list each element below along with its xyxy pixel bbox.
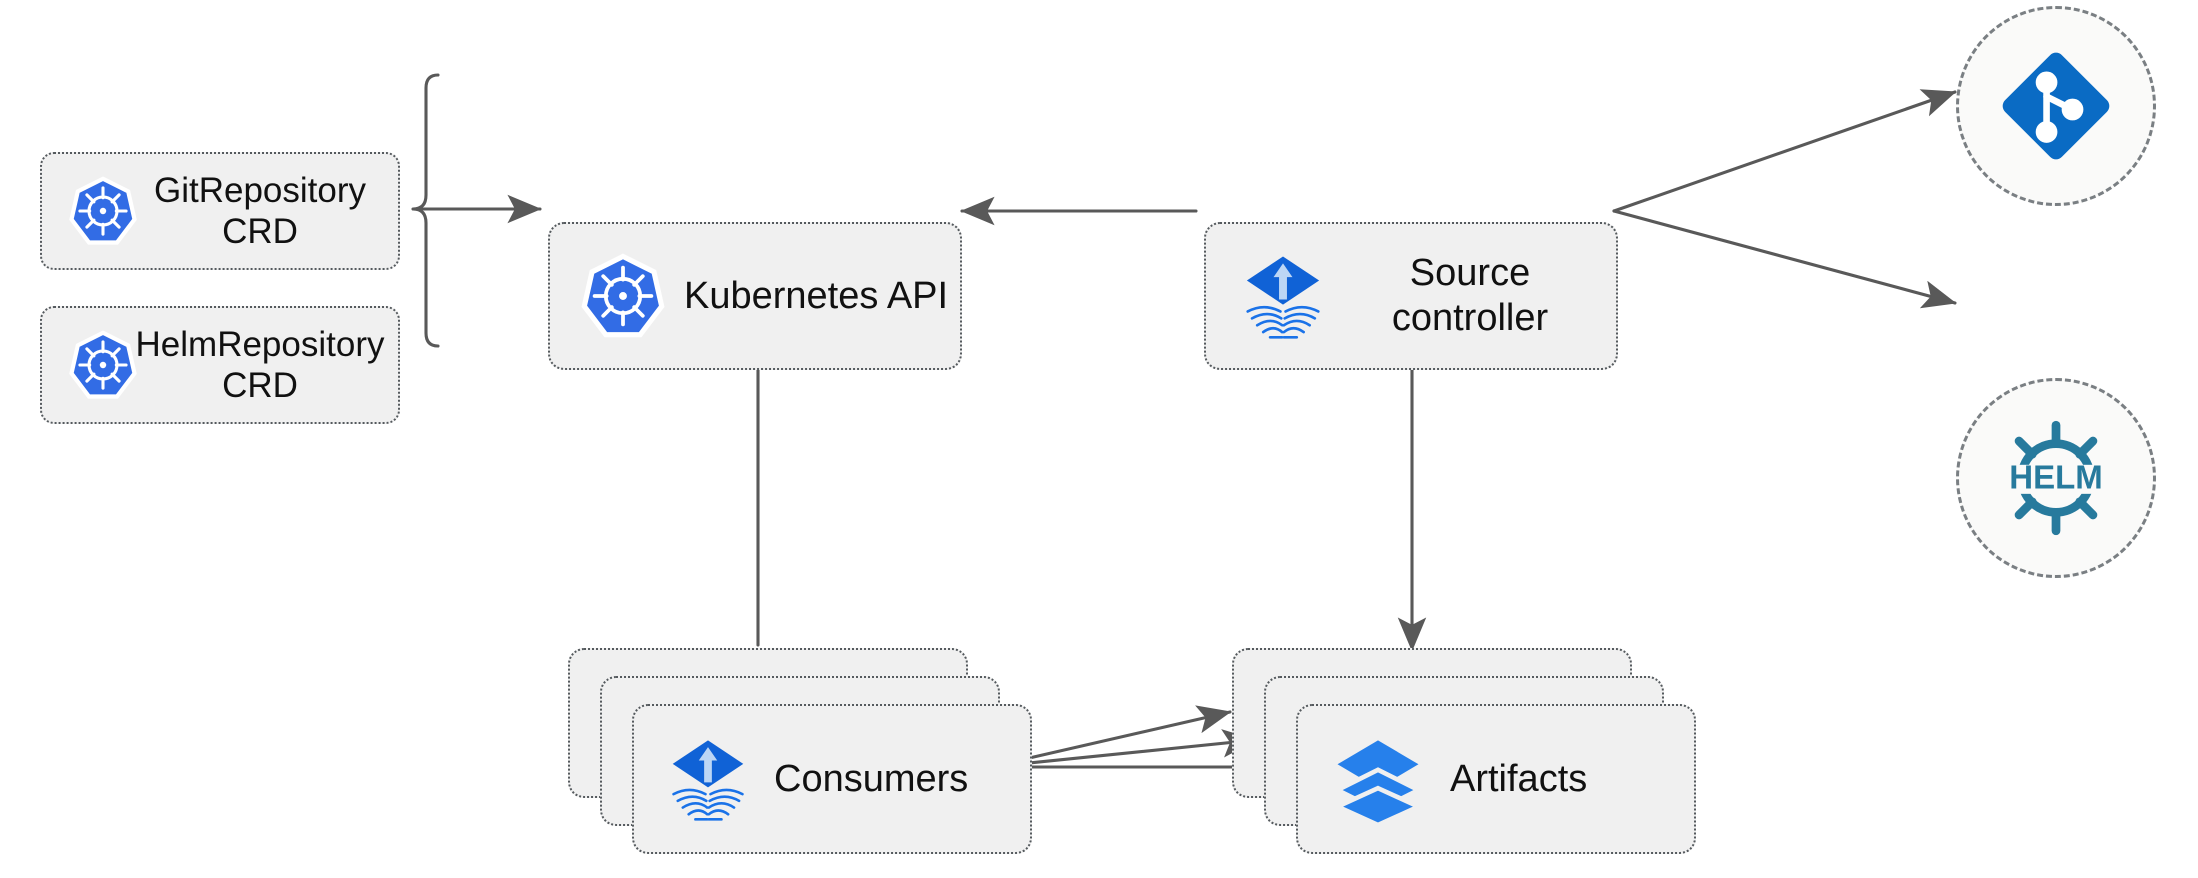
node-consumers[interactable]: Consumers (632, 704, 1032, 854)
kubernetes-icon (68, 330, 138, 400)
node-label: Source controller (1391, 252, 1549, 339)
flux-icon (666, 734, 750, 824)
kubernetes-icon (580, 253, 666, 339)
node-label: GitRepository CRD (153, 170, 367, 251)
git-icon (1997, 47, 2115, 165)
helm-wordmark: HELM (2009, 459, 2103, 496)
flux-icon (1240, 251, 1326, 341)
node-label: Kubernetes API (684, 274, 949, 317)
node-label: HelmRepository CRD (135, 324, 385, 405)
node-git-source[interactable] (1956, 6, 2156, 206)
node-label: Consumers (774, 757, 969, 800)
node-helm-source[interactable]: HELM (1956, 378, 2156, 578)
node-helmrepository-crd[interactable]: HelmRepository CRD (40, 306, 400, 424)
node-gitrepository-crd[interactable]: GitRepository CRD (40, 152, 400, 270)
node-artifacts[interactable]: Artifacts (1296, 704, 1696, 854)
node-source-controller[interactable]: Source controller (1204, 222, 1618, 370)
kubernetes-icon (68, 176, 138, 246)
layers-icon (1331, 733, 1425, 828)
node-label: Artifacts (1450, 757, 1588, 800)
helm-icon: HELM (1990, 412, 2122, 544)
node-kubernetes-api[interactable]: Kubernetes API (548, 222, 962, 370)
